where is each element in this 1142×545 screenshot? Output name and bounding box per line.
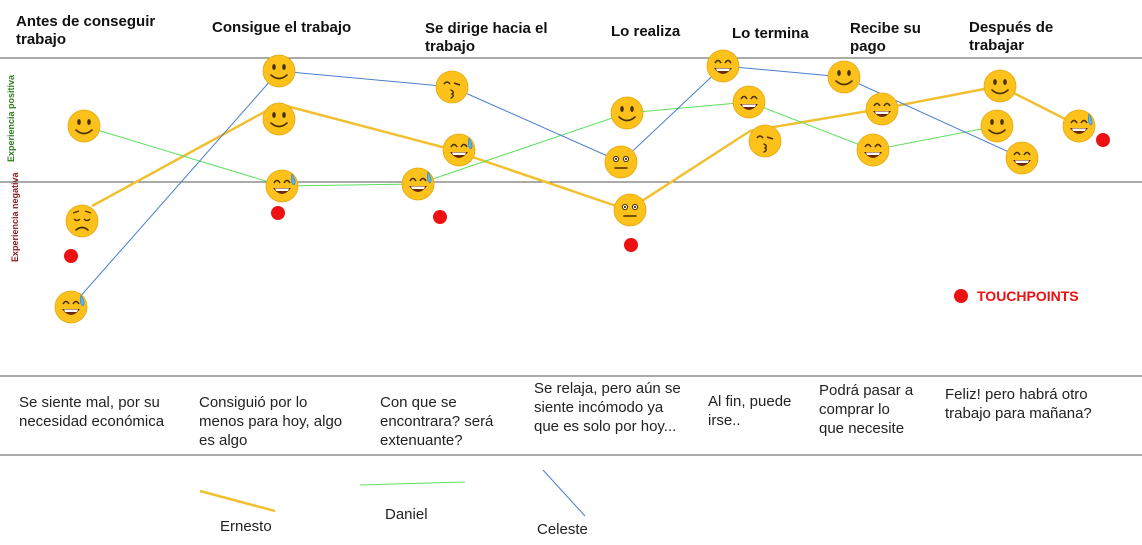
emotion-face-daniel-smile (980, 109, 1014, 143)
emotion-faces (54, 49, 1096, 324)
stage-description-lo-termina: Al fin, puede irse.. (708, 393, 792, 429)
emotion-face-ernesto-neutral (613, 193, 647, 227)
stage-title-lo-realiza: Lo realiza (611, 23, 681, 40)
touchpoint-marker (624, 238, 638, 252)
emotion-face-daniel-sweat (265, 169, 299, 203)
persona-legend (199, 469, 586, 517)
grid-lines (0, 57, 1142, 456)
emotion-face-celeste-wink (435, 70, 469, 104)
touchpoint-marker (271, 206, 285, 220)
touchpoint-legend-dot (954, 289, 968, 303)
emotion-face-daniel-smile (610, 96, 644, 130)
emotion-face-daniel-grin (732, 85, 766, 119)
legend-line-ernesto (199, 489, 276, 513)
emotion-face-celeste-grin (706, 49, 740, 83)
touchpoint-marker (433, 210, 447, 224)
emotion-face-celeste-smile (827, 60, 861, 94)
emotion-face-ernesto-sad (65, 204, 99, 238)
touchpoint-marker (1096, 133, 1110, 147)
emotion-face-ernesto-wink (748, 124, 782, 158)
emotion-face-celeste-sweat (54, 290, 88, 324)
legend-name-ernesto: Ernesto (220, 518, 272, 535)
persona-lines (70, 65, 1080, 308)
persona-line-ernesto (91, 84, 1080, 212)
emotion-face-daniel-smile (67, 109, 101, 143)
stage-title-despues: Después de trabajar (969, 19, 1054, 54)
touchpoints-legend-label: TOUCHPOINTS (977, 288, 1079, 304)
legend-line-daniel (359, 481, 466, 486)
touchpoint-marker (64, 249, 78, 263)
emotion-face-ernesto-sweat (1062, 109, 1096, 143)
stage-description-lo-realiza: Se relaja, pero aún se siente incómodo y… (534, 380, 681, 435)
emotion-face-ernesto-smile (983, 69, 1017, 103)
stage-description-antes: Se siente mal, por su necesidad económic… (19, 394, 165, 430)
emotion-face-ernesto-smile (262, 102, 296, 136)
stage-description-despues: Feliz! pero habrá otro trabajo para maña… (945, 386, 1092, 422)
stage-title-antes: Antes de conseguir trabajo (16, 13, 156, 48)
emotion-face-daniel-sweat (401, 167, 435, 201)
stage-description-se-dirige: Con que se encontrara? será extenuante? (380, 394, 494, 449)
emotion-face-celeste-grin (1005, 141, 1039, 175)
stage-title-consigue: Consigue el trabajo (212, 19, 352, 36)
emotion-face-celeste-smile (262, 54, 296, 88)
stage-title-recibe-pago: Recibe su pago (850, 20, 921, 55)
touchpoint-markers (64, 133, 1110, 303)
stage-title-lo-termina: Lo termina (732, 25, 809, 42)
legend-name-daniel: Daniel (385, 506, 428, 523)
emotion-face-ernesto-sweat (442, 133, 476, 167)
legend-line-celeste (542, 469, 586, 517)
emotion-face-celeste-neutral (604, 145, 638, 179)
stage-description-consigue: Consiguió por lo menos para hoy, algo es… (199, 394, 343, 449)
stage-description-recibe-pago: Podrá pasar a comprar lo que necesite (819, 382, 914, 437)
emotion-face-daniel-grin (856, 133, 890, 167)
legend-name-celeste: Celeste (537, 521, 588, 538)
stage-title-se-dirige: Se dirige hacia el trabajo (425, 20, 548, 55)
emotion-face-ernesto-grin (865, 92, 899, 126)
